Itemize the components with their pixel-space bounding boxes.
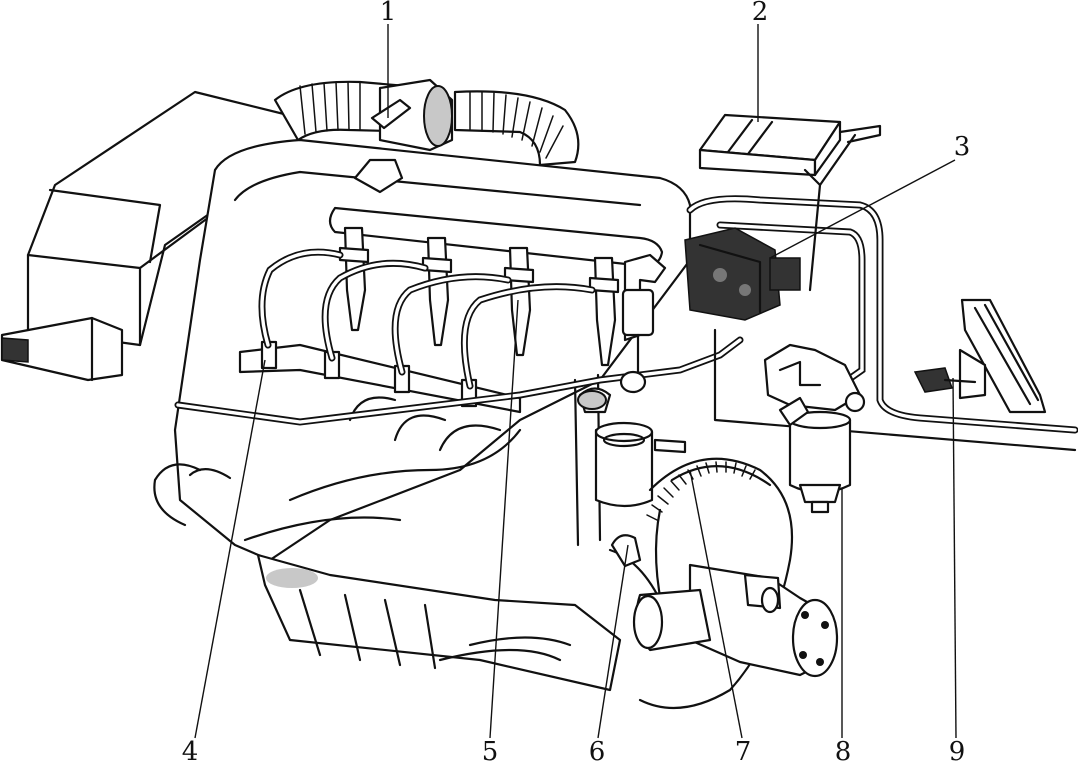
high-pressure-pump-icon — [684, 227, 801, 321]
fuel-filter-icon — [763, 343, 866, 514]
injector-icon — [338, 226, 620, 367]
control-unit-icon — [698, 113, 882, 292]
callout-1: 1 — [380, 0, 397, 27]
callout-8: 8 — [835, 737, 852, 767]
leader-lines — [194, 24, 957, 739]
accelerator-pedal-icon — [913, 298, 1047, 414]
air-mass-sensor-icon — [370, 78, 454, 152]
callout-9: 9 — [949, 737, 966, 767]
rail-pressure-sensor-icon — [619, 253, 667, 394]
common-rail-icon — [238, 340, 522, 414]
callout-3: 3 — [954, 132, 971, 162]
callout-6: 6 — [589, 737, 606, 767]
starter-motor-icon — [632, 563, 839, 678]
callout-4: 4 — [182, 737, 199, 767]
callout-5: 5 — [482, 737, 499, 767]
callout-2: 2 — [752, 0, 769, 27]
sensor-icon — [577, 387, 687, 568]
fuel-lines-icon — [174, 195, 1078, 452]
callout-7: 7 — [735, 737, 752, 767]
